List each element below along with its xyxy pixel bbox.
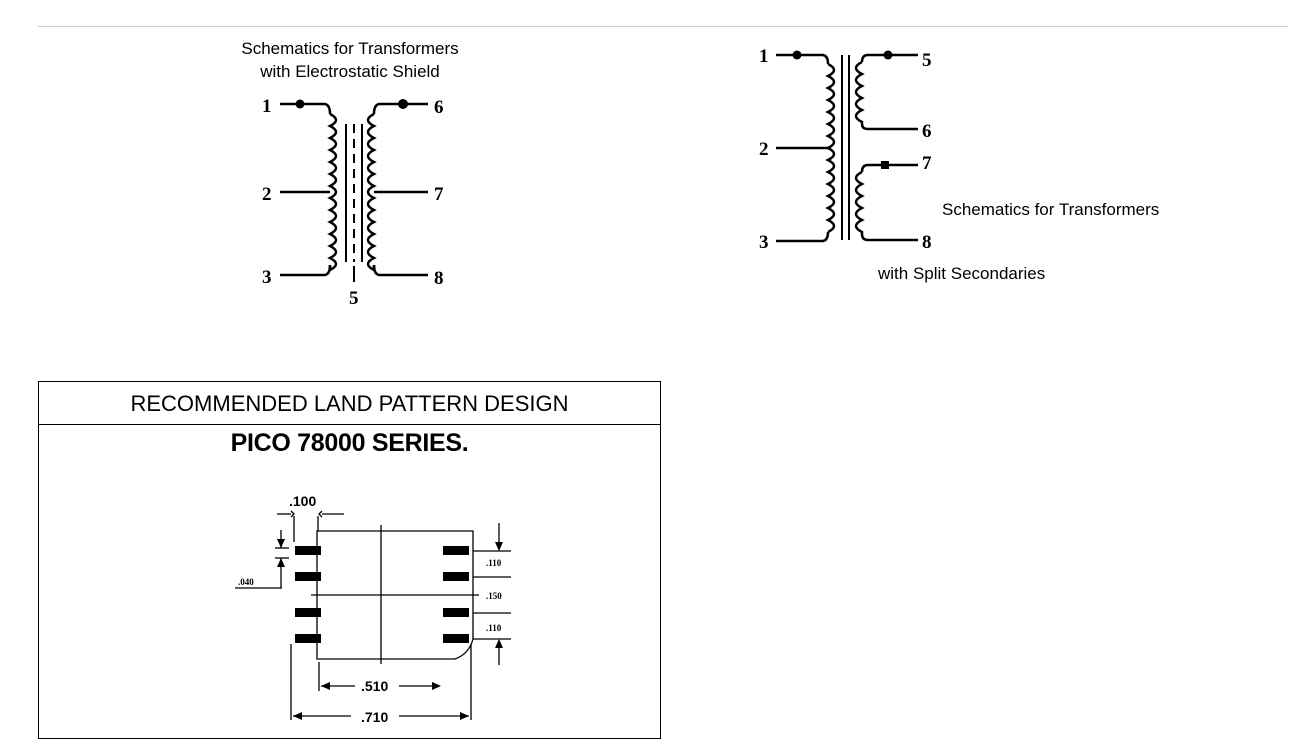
pad: [295, 634, 321, 643]
pad: [295, 546, 321, 555]
pin-label: 8: [434, 268, 444, 289]
polarity-dot: [295, 99, 305, 109]
pad: [295, 608, 321, 617]
dim-outer-width: .710: [361, 709, 388, 725]
shield-schematic-caption: Schematics for Transformers with Electro…: [205, 37, 495, 83]
component-outline: [316, 530, 474, 660]
pin-label: 7: [922, 153, 932, 174]
pad: [443, 546, 469, 555]
pad: [443, 572, 469, 581]
shield-transformer-schematic: [280, 99, 428, 282]
pin-label: 5: [349, 288, 359, 309]
split-caption-line1: Schematics for Transformers: [942, 200, 1160, 219]
land-pattern-panel: RECOMMENDED LAND PATTERN DESIGN PICO 780…: [38, 381, 661, 739]
top-divider: [38, 26, 1288, 27]
pin-label: 3: [759, 232, 769, 253]
split-caption-line2: with Split Secondaries: [878, 264, 1046, 283]
pin-label: 7: [434, 184, 444, 205]
secondary-coil-upper: [854, 60, 865, 124]
pin-label: 2: [759, 139, 769, 160]
pin-label: 1: [262, 96, 272, 117]
secondary-coil: [366, 112, 377, 273]
dim-pad-height: .040: [238, 577, 254, 587]
pin-label: 5: [922, 50, 932, 71]
dim-inner-width: .510: [361, 678, 388, 694]
dim-pitch-mid: .150: [486, 591, 502, 601]
split-transformer-schematic: [776, 50, 918, 243]
primary-coil: [825, 62, 836, 234]
secondary-coil-lower: [854, 170, 865, 234]
pad: [443, 608, 469, 617]
pin-label: 8: [922, 232, 932, 253]
dim-pitch-bottom: .110: [486, 623, 502, 633]
shield-caption-line1: Schematics for Transformers: [241, 39, 459, 58]
pin-label: 2: [262, 184, 272, 205]
pin-label: 3: [262, 267, 272, 288]
series-title: PICO 78000 SERIES.: [230, 429, 469, 457]
shield-pin-labels: 1 2 3 6 7 8 5: [262, 96, 444, 309]
primary-coil: [327, 112, 338, 273]
pin-label: 1: [759, 46, 769, 67]
land-pattern-drawing: .100 .040 .110 .150 .110 .510 .710: [235, 493, 511, 725]
pad: [295, 572, 321, 581]
pin-label: 6: [434, 97, 444, 118]
shield-caption-line2: with Electrostatic Shield: [260, 62, 440, 81]
dim-pitch-top: .110: [486, 558, 502, 568]
pad: [443, 634, 469, 643]
dim-pad-width: .100: [289, 493, 316, 509]
pin-label: 6: [922, 121, 932, 142]
land-pattern-header: RECOMMENDED LAND PATTERN DESIGN: [39, 382, 660, 425]
split-pin-labels: 1 2 3 5 6 7 8: [759, 46, 932, 253]
